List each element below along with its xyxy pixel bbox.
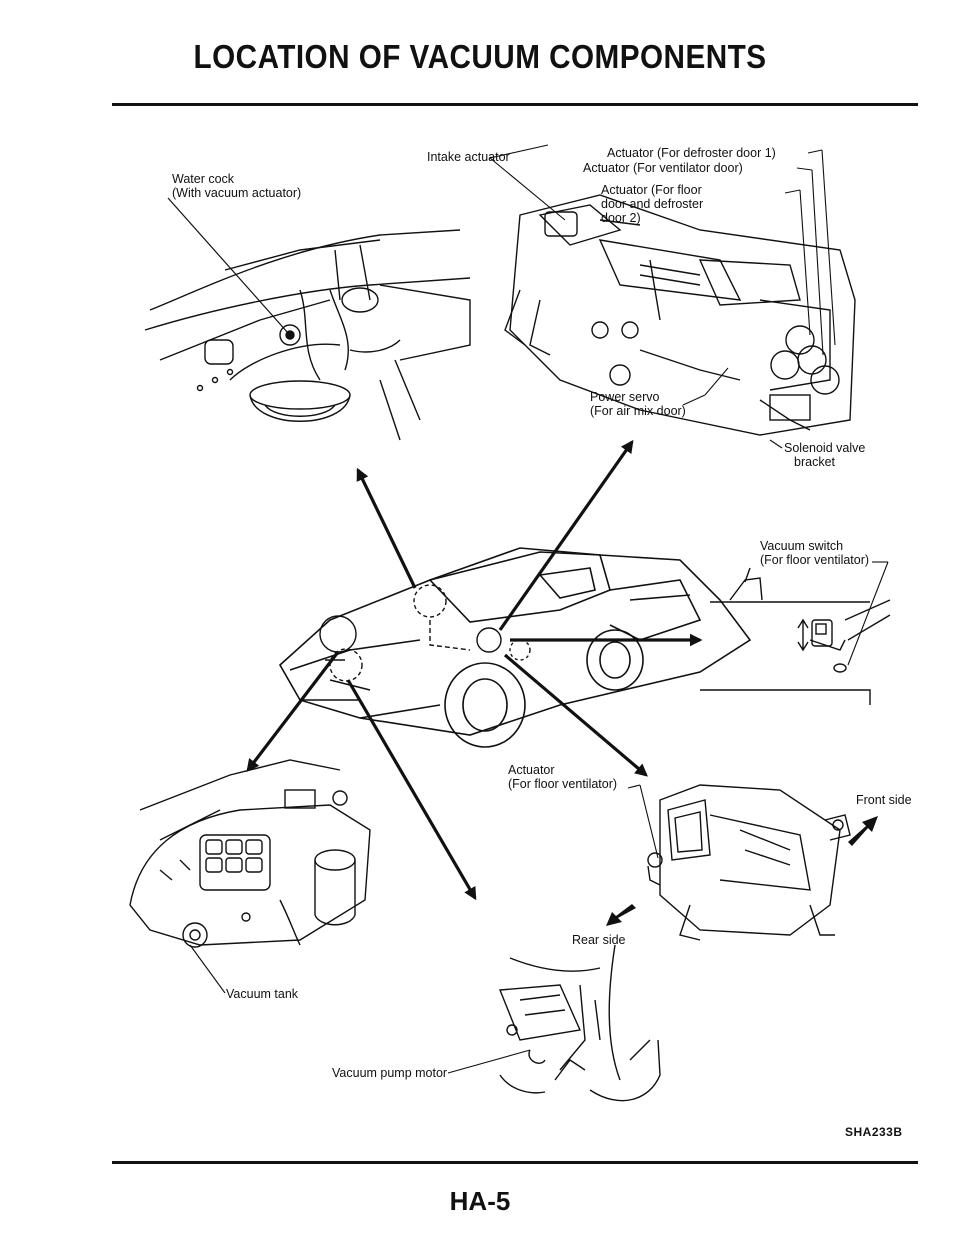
vacuum-switch-illustration bbox=[700, 567, 891, 705]
top-rule bbox=[112, 103, 918, 106]
label-actuator-floor-line-2: door and defroster bbox=[601, 197, 704, 211]
heater-unit-leaders bbox=[489, 144, 836, 449]
label-water-cock-line-2: (With vacuum actuator) bbox=[172, 186, 302, 200]
floor-ventilator-leader bbox=[627, 784, 659, 859]
bottom-rule bbox=[112, 1161, 918, 1164]
engine-bay-illustration bbox=[144, 229, 471, 441]
label-vacuum-switch: Vacuum switch (For floor ventilator) bbox=[760, 539, 869, 567]
car-illustration bbox=[278, 547, 752, 748]
label-front-side: Front side bbox=[856, 793, 912, 807]
label-solenoid-line-2: bracket bbox=[794, 455, 835, 469]
label-actuator-floor-vent-line-2: (For floor ventilator) bbox=[508, 777, 618, 791]
pointer-arrows bbox=[246, 439, 703, 901]
label-solenoid-valve-bracket: Solenoid valve bracket bbox=[784, 441, 865, 469]
label-intake-actuator: Intake actuator bbox=[427, 150, 510, 164]
label-actuator-floor-ventilator: Actuator (For floor ventilator) bbox=[508, 763, 617, 791]
label-solenoid-line-1: Solenoid valve bbox=[784, 441, 866, 455]
label-power-servo-line-2: (For air mix door) bbox=[590, 404, 686, 418]
label-actuator-ventilator-door: Actuator (For ventilator door) bbox=[583, 161, 743, 175]
label-water-cock-line-1: Water cock bbox=[172, 172, 235, 186]
label-vacuum-switch-line-1: Vacuum switch bbox=[760, 539, 844, 553]
label-rear-side: Rear side bbox=[572, 933, 626, 947]
vacuum-pump-motor-illustration bbox=[498, 944, 661, 1102]
label-actuator-defroster-1: Actuator (For defroster door 1) bbox=[607, 146, 776, 160]
label-vacuum-switch-line-2: (For floor ventilator) bbox=[760, 553, 870, 567]
label-water-cock: Water cock (With vacuum actuator) bbox=[172, 172, 301, 200]
label-vacuum-tank: Vacuum tank bbox=[226, 987, 299, 1001]
location-callouts bbox=[319, 584, 531, 682]
rear-side-arrow-icon bbox=[606, 904, 636, 926]
label-vacuum-pump-motor: Vacuum pump motor bbox=[332, 1066, 448, 1080]
label-actuator-floor-line-3: door 2) bbox=[601, 211, 641, 225]
vacuum-tank-illustration bbox=[129, 759, 371, 948]
figure-code: SHA233B bbox=[845, 1125, 903, 1139]
water-cock-leader bbox=[167, 197, 289, 334]
page-title: LOCATION OF VACUUM COMPONENTS bbox=[193, 38, 767, 75]
direction-arrows bbox=[606, 816, 878, 926]
label-actuator-floor-vent-line-1: Actuator bbox=[508, 763, 555, 777]
vacuum-pump-motor-leader bbox=[447, 1049, 531, 1074]
label-power-servo: Power servo (For air mix door) bbox=[590, 390, 686, 418]
vacuum-tank-leader bbox=[189, 944, 226, 994]
label-actuator-floor-defroster-2: Actuator (For floor door and defroster d… bbox=[601, 183, 703, 225]
label-power-servo-line-1: Power servo bbox=[590, 390, 660, 404]
front-side-arrow-icon bbox=[848, 816, 878, 846]
heater-unit-illustration bbox=[504, 194, 856, 436]
page-number: HA-5 bbox=[449, 1186, 511, 1216]
vacuum-switch-leader bbox=[847, 561, 889, 666]
floor-ventilator-unit-illustration bbox=[647, 784, 851, 941]
label-actuator-floor-line-1: Actuator (For floor bbox=[601, 183, 702, 197]
